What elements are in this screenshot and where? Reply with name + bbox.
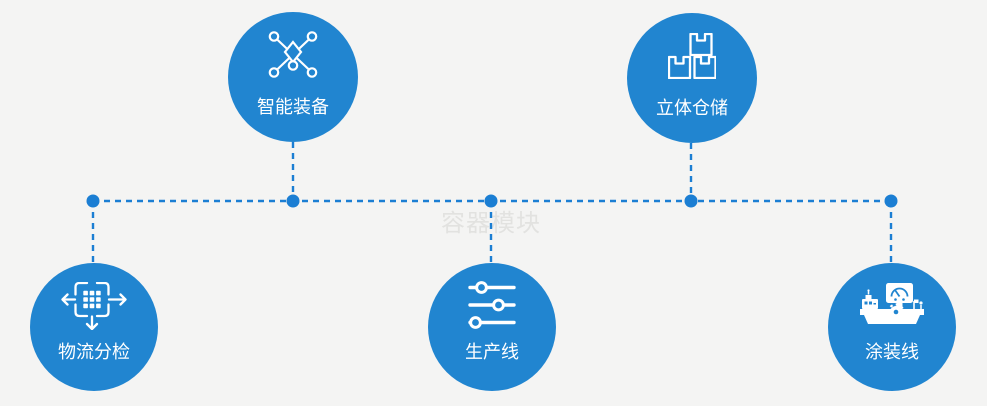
sliders-icon [468,281,516,329]
node-label: 物流分检 [58,342,130,362]
junction-dots [86,194,898,208]
node-production-line[interactable]: 生产线 [428,263,556,391]
painting-machine-icon [860,283,924,324]
node-label: 生产线 [465,342,519,362]
node-logistics-sorting[interactable]: 物流分检 [30,263,158,391]
node-smart-equipment[interactable]: 智能装备 [228,12,358,142]
stacked-boxes-icon [668,33,716,79]
sorting-arrows-icon [61,282,127,330]
network-nodes-icon [268,31,318,78]
node-painting-line[interactable]: 涂装线 [828,263,956,391]
node-label: 涂装线 [865,342,919,362]
node-label: 智能装备 [257,97,329,117]
node-label: 立体仓储 [656,98,728,118]
node-stereo-warehouse[interactable]: 立体仓储 [627,13,757,143]
